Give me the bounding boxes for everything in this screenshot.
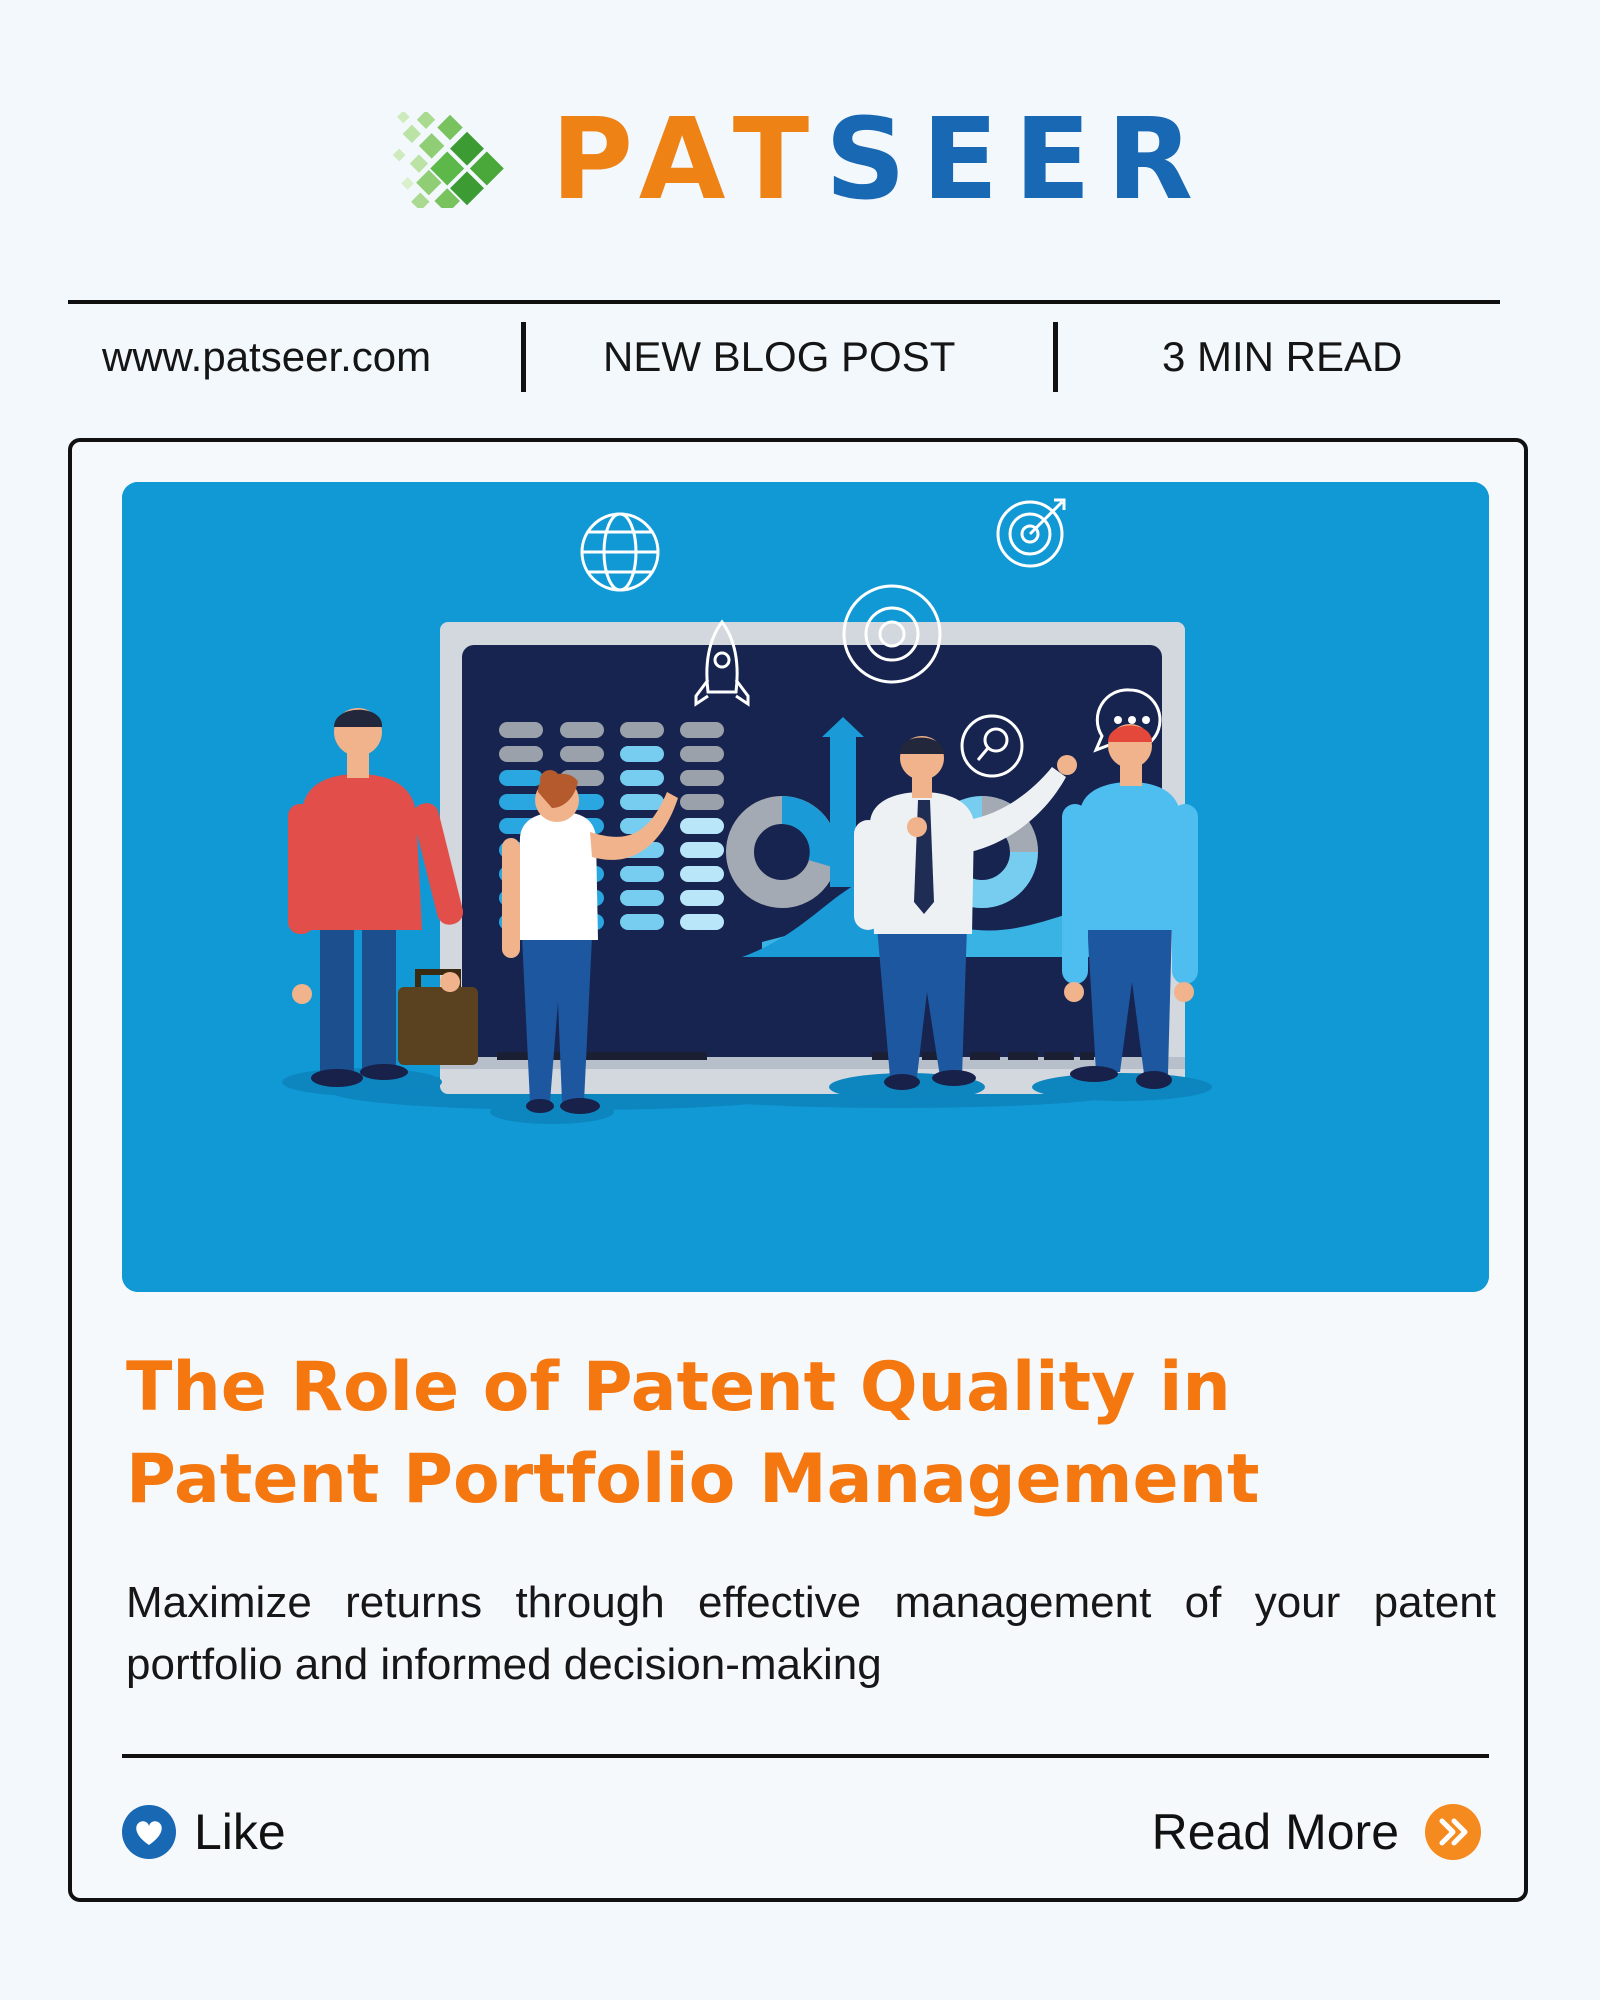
meta-divider: [521, 322, 526, 392]
post-type-label: NEW BLOG POST: [603, 333, 956, 380]
person-red-sweater: [282, 708, 478, 1096]
read-time-label: 3 MIN READ: [1162, 333, 1403, 380]
read-more-button[interactable]: Read More: [1152, 1797, 1481, 1867]
brand-wordmark: PAT SEER: [551, 104, 1209, 216]
website-link[interactable]: www.patseer.com: [102, 333, 432, 380]
person-blue-sweater: [1032, 724, 1212, 1101]
blog-post-card: The Role of Patent Quality in Patent Por…: [68, 438, 1528, 1902]
hero-illustration: [122, 482, 1489, 1292]
post-excerpt: Maximize returns through effective manag…: [126, 1578, 1496, 1689]
card-footer-divider: [122, 1754, 1489, 1758]
target-icon: [996, 498, 1066, 568]
gear-icon: [842, 584, 942, 684]
brand-logo[interactable]: PAT SEER: [0, 104, 1600, 216]
brand-wordmark-pat: PAT: [550, 95, 826, 225]
person-white-top: [490, 770, 678, 1124]
search-icon: [960, 714, 1024, 778]
read-more-label: Read More: [1151, 1804, 1399, 1860]
green-pixel-diamond-icon: [392, 112, 504, 208]
double-chevron-right-icon: [1425, 1804, 1481, 1860]
post-title[interactable]: The Role of Patent Quality in Patent Por…: [126, 1348, 1260, 1519]
post-meta-bar: www.patseer.com NEW BLOG POST 3 MIN READ: [68, 322, 1500, 392]
like-button[interactable]: Like: [122, 1797, 286, 1867]
person-with-tie: [829, 736, 1077, 1101]
meta-divider: [1053, 322, 1058, 392]
globe-icon: [580, 512, 660, 592]
rocket-icon: [694, 619, 750, 707]
brand-wordmark-seer: SEER: [825, 95, 1210, 225]
heart-icon: [122, 1805, 176, 1859]
like-label: Like: [194, 1804, 286, 1860]
header-divider: [68, 300, 1500, 304]
